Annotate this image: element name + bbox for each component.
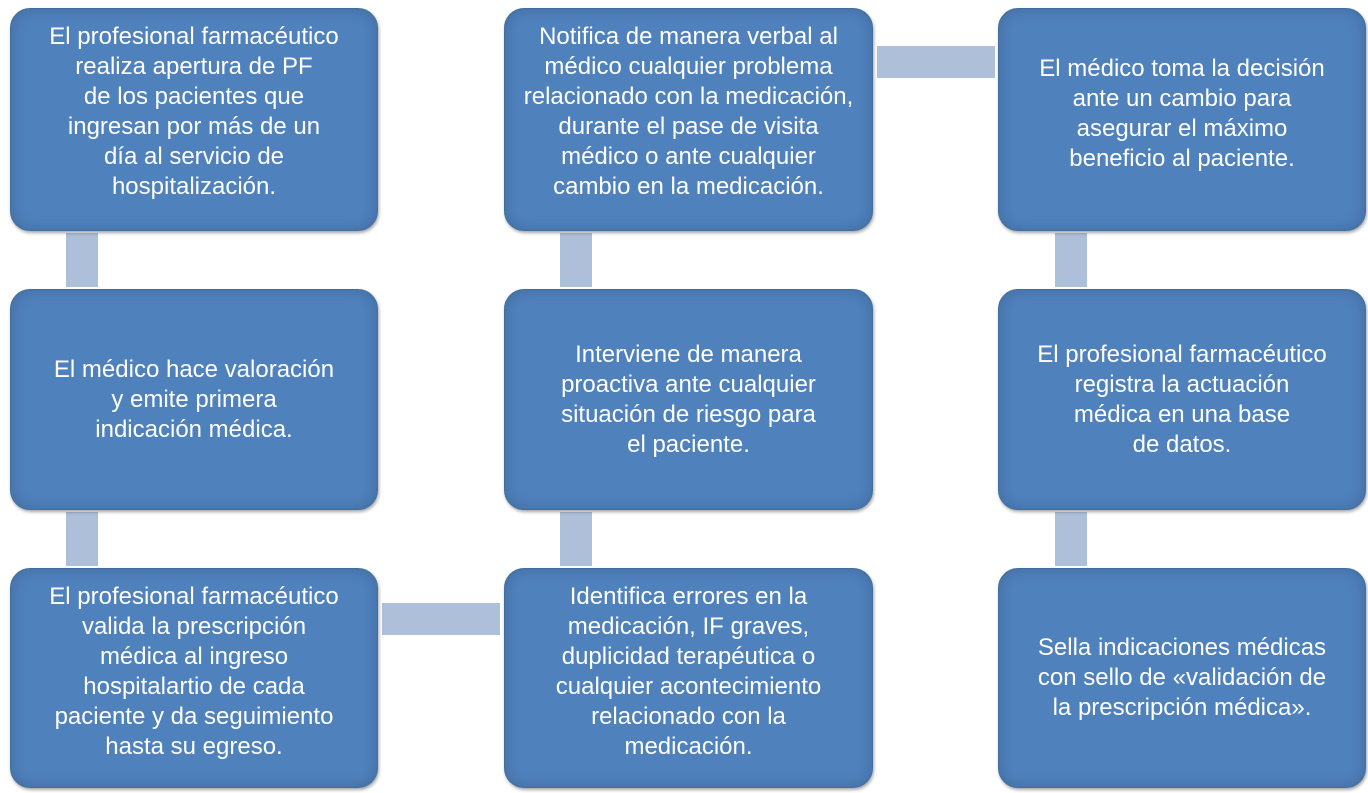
connector-s7-s8 [1055, 233, 1087, 287]
step-4-text: Identifica errores en la medicación, IF … [555, 583, 822, 760]
step-6-box: Notifica de manera verbal al médico cual… [504, 8, 873, 231]
connector-s5-s6 [560, 233, 592, 287]
step-1-box: El profesional farmacéutico realiza aper… [10, 8, 378, 231]
connector-s1-s2 [66, 233, 98, 287]
step-5-text: Interviene de manera proactiva ante cual… [561, 340, 816, 458]
step-7-box: El médico toma la decisión ante un cambi… [998, 8, 1366, 231]
step-6-text: Notifica de manera verbal al médico cual… [523, 23, 854, 200]
connector-s3-s4 [382, 603, 500, 635]
connector-s6-s7 [877, 46, 995, 78]
connector-s8-s9 [1055, 512, 1087, 566]
step-3-text: El profesional farmacéutico valida la pr… [49, 583, 339, 760]
step-3-box: El profesional farmacéutico valida la pr… [10, 568, 378, 788]
step-2-text: El médico hace valoración y emite primer… [53, 355, 335, 443]
step-1-text: El profesional farmacéutico realiza aper… [49, 23, 339, 200]
step-9-text: Sella indicaciones médicas con sello de … [1037, 634, 1327, 721]
connector-s2-s3 [66, 512, 98, 566]
step-8-box: El profesional farmacéutico registra la … [998, 289, 1366, 510]
step-2-box: El médico hace valoración y emite primer… [10, 289, 378, 510]
step-5-box: Interviene de manera proactiva ante cual… [504, 289, 873, 510]
step-8-text: El profesional farmacéutico registra la … [1037, 340, 1327, 458]
step-9-box: Sella indicaciones médicas con sello de … [998, 568, 1366, 788]
connector-s4-s5 [560, 512, 592, 566]
step-4-box: Identifica errores en la medicación, IF … [504, 568, 873, 788]
step-7-text: El médico toma la decisión ante un cambi… [1039, 55, 1325, 172]
